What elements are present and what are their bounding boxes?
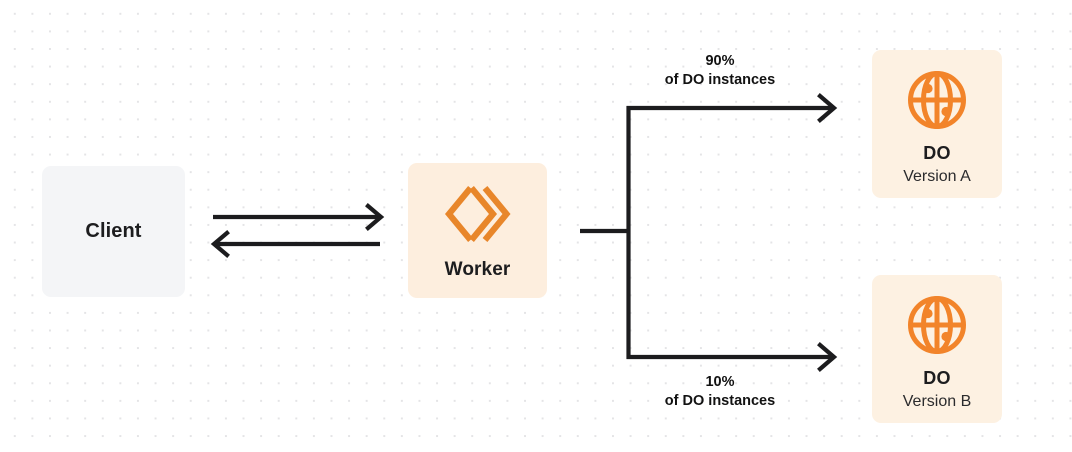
edge-label-do-a-percent: 90% [705, 53, 735, 69]
edge-worker-to-do-a [626, 93, 838, 123]
node-do-version-a[interactable]: DO Version A [872, 50, 1002, 198]
node-do-b-sublabel: Version B [902, 392, 972, 410]
node-client-label: Client [85, 220, 142, 242]
edge-worker-to-do-b [626, 342, 838, 372]
edge-label-do-b: 10% of DO instances [632, 373, 808, 411]
edge-label-do-a-caption: of DO instances [664, 72, 776, 88]
globe-icon [906, 69, 968, 131]
node-do-version-b[interactable]: DO Version B [872, 275, 1002, 423]
node-do-b-label: DO [923, 367, 951, 388]
edge-worker-to-client [210, 230, 380, 258]
cloudflare-workers-icon [444, 185, 511, 243]
edge-label-do-b-caption: of DO instances [664, 393, 776, 409]
node-client[interactable]: Client [42, 166, 185, 297]
edge-label-do-a: 90% of DO instances [632, 52, 808, 90]
node-do-a-label: DO [923, 142, 951, 163]
edge-label-do-b-percent: 10% [705, 374, 735, 390]
node-worker-label: Worker [444, 258, 511, 280]
globe-icon [906, 294, 968, 356]
node-do-a-sublabel: Version A [903, 167, 971, 185]
node-worker[interactable]: Worker [408, 163, 547, 298]
edge-client-to-worker [213, 203, 385, 231]
